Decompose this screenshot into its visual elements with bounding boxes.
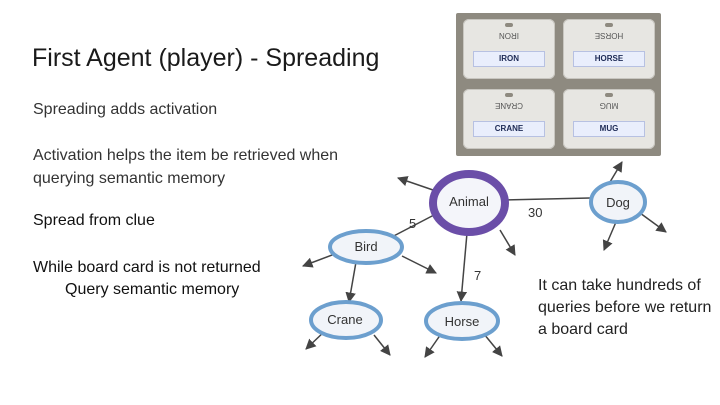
edge-label-animal-bird: 5 bbox=[409, 216, 416, 231]
node-bird: Bird bbox=[328, 229, 404, 265]
card-word: HORSE bbox=[573, 51, 645, 67]
arrow-horse-right bbox=[483, 333, 503, 357]
edge-label-animal-horse: 7 bbox=[474, 268, 481, 283]
node-label-dog: Dog bbox=[606, 195, 630, 210]
board-card-horse: HORSE HORSE bbox=[563, 19, 655, 79]
arrow-bird-right bbox=[401, 255, 437, 274]
node-label-animal: Animal bbox=[449, 194, 489, 209]
card-hole bbox=[605, 23, 613, 27]
arrow-horse-left bbox=[424, 333, 442, 358]
card-word: CRANE bbox=[473, 121, 545, 137]
edge-label-animal-dog: 30 bbox=[528, 205, 542, 220]
edge-animal-horse bbox=[456, 232, 468, 303]
arrow-dog-up bbox=[609, 161, 623, 183]
card-word: IRON bbox=[473, 51, 545, 67]
loop-text: While board card is not returned Query s… bbox=[33, 257, 261, 301]
card-hole bbox=[505, 93, 513, 97]
arrow-animal-left bbox=[397, 176, 434, 191]
loop-line-1: While board card is not returned bbox=[33, 259, 261, 276]
card-hole bbox=[605, 93, 613, 97]
spread-arrows bbox=[302, 161, 667, 358]
arrow-crane-right bbox=[373, 334, 391, 356]
card-hole bbox=[505, 23, 513, 27]
arrow-dog-right bbox=[639, 212, 667, 233]
loop-line-2: Query semantic memory bbox=[65, 281, 240, 298]
node-horse: Horse bbox=[424, 301, 500, 341]
slide-subtitle: Spreading adds activation bbox=[33, 101, 218, 118]
edge-bird-crane bbox=[345, 261, 357, 304]
board-cards-photo: IRON IRON HORSE HORSE CRANE CRANE MUG MU… bbox=[456, 13, 661, 156]
activation-line-2: querying semantic memory bbox=[33, 170, 226, 187]
activation-line-1: Activation helps the item be retrieved w… bbox=[33, 147, 339, 164]
board-card-iron: IRON IRON bbox=[463, 19, 555, 79]
node-label-horse: Horse bbox=[445, 314, 480, 329]
edge-animal-dog bbox=[504, 197, 591, 201]
spread-label: Spread from clue bbox=[33, 212, 155, 229]
queries-note: It can take hundreds of queries before w… bbox=[538, 277, 712, 338]
board-card-mug: MUG MUG bbox=[563, 89, 655, 149]
slide-title: First Agent (player) - Spreading bbox=[32, 44, 380, 72]
node-animal: Animal bbox=[429, 170, 509, 236]
arrow-animal-down bbox=[499, 229, 516, 256]
board-card-crane: CRANE CRANE bbox=[463, 89, 555, 149]
card-word: MUG bbox=[573, 121, 645, 137]
activation-text: Activation helps the item be retrieved w… bbox=[33, 144, 338, 190]
node-crane: Crane bbox=[309, 300, 383, 340]
arrow-dog-down bbox=[602, 221, 617, 251]
node-dog: Dog bbox=[589, 180, 647, 224]
node-label-crane: Crane bbox=[327, 312, 362, 327]
node-label-bird: Bird bbox=[354, 239, 377, 254]
